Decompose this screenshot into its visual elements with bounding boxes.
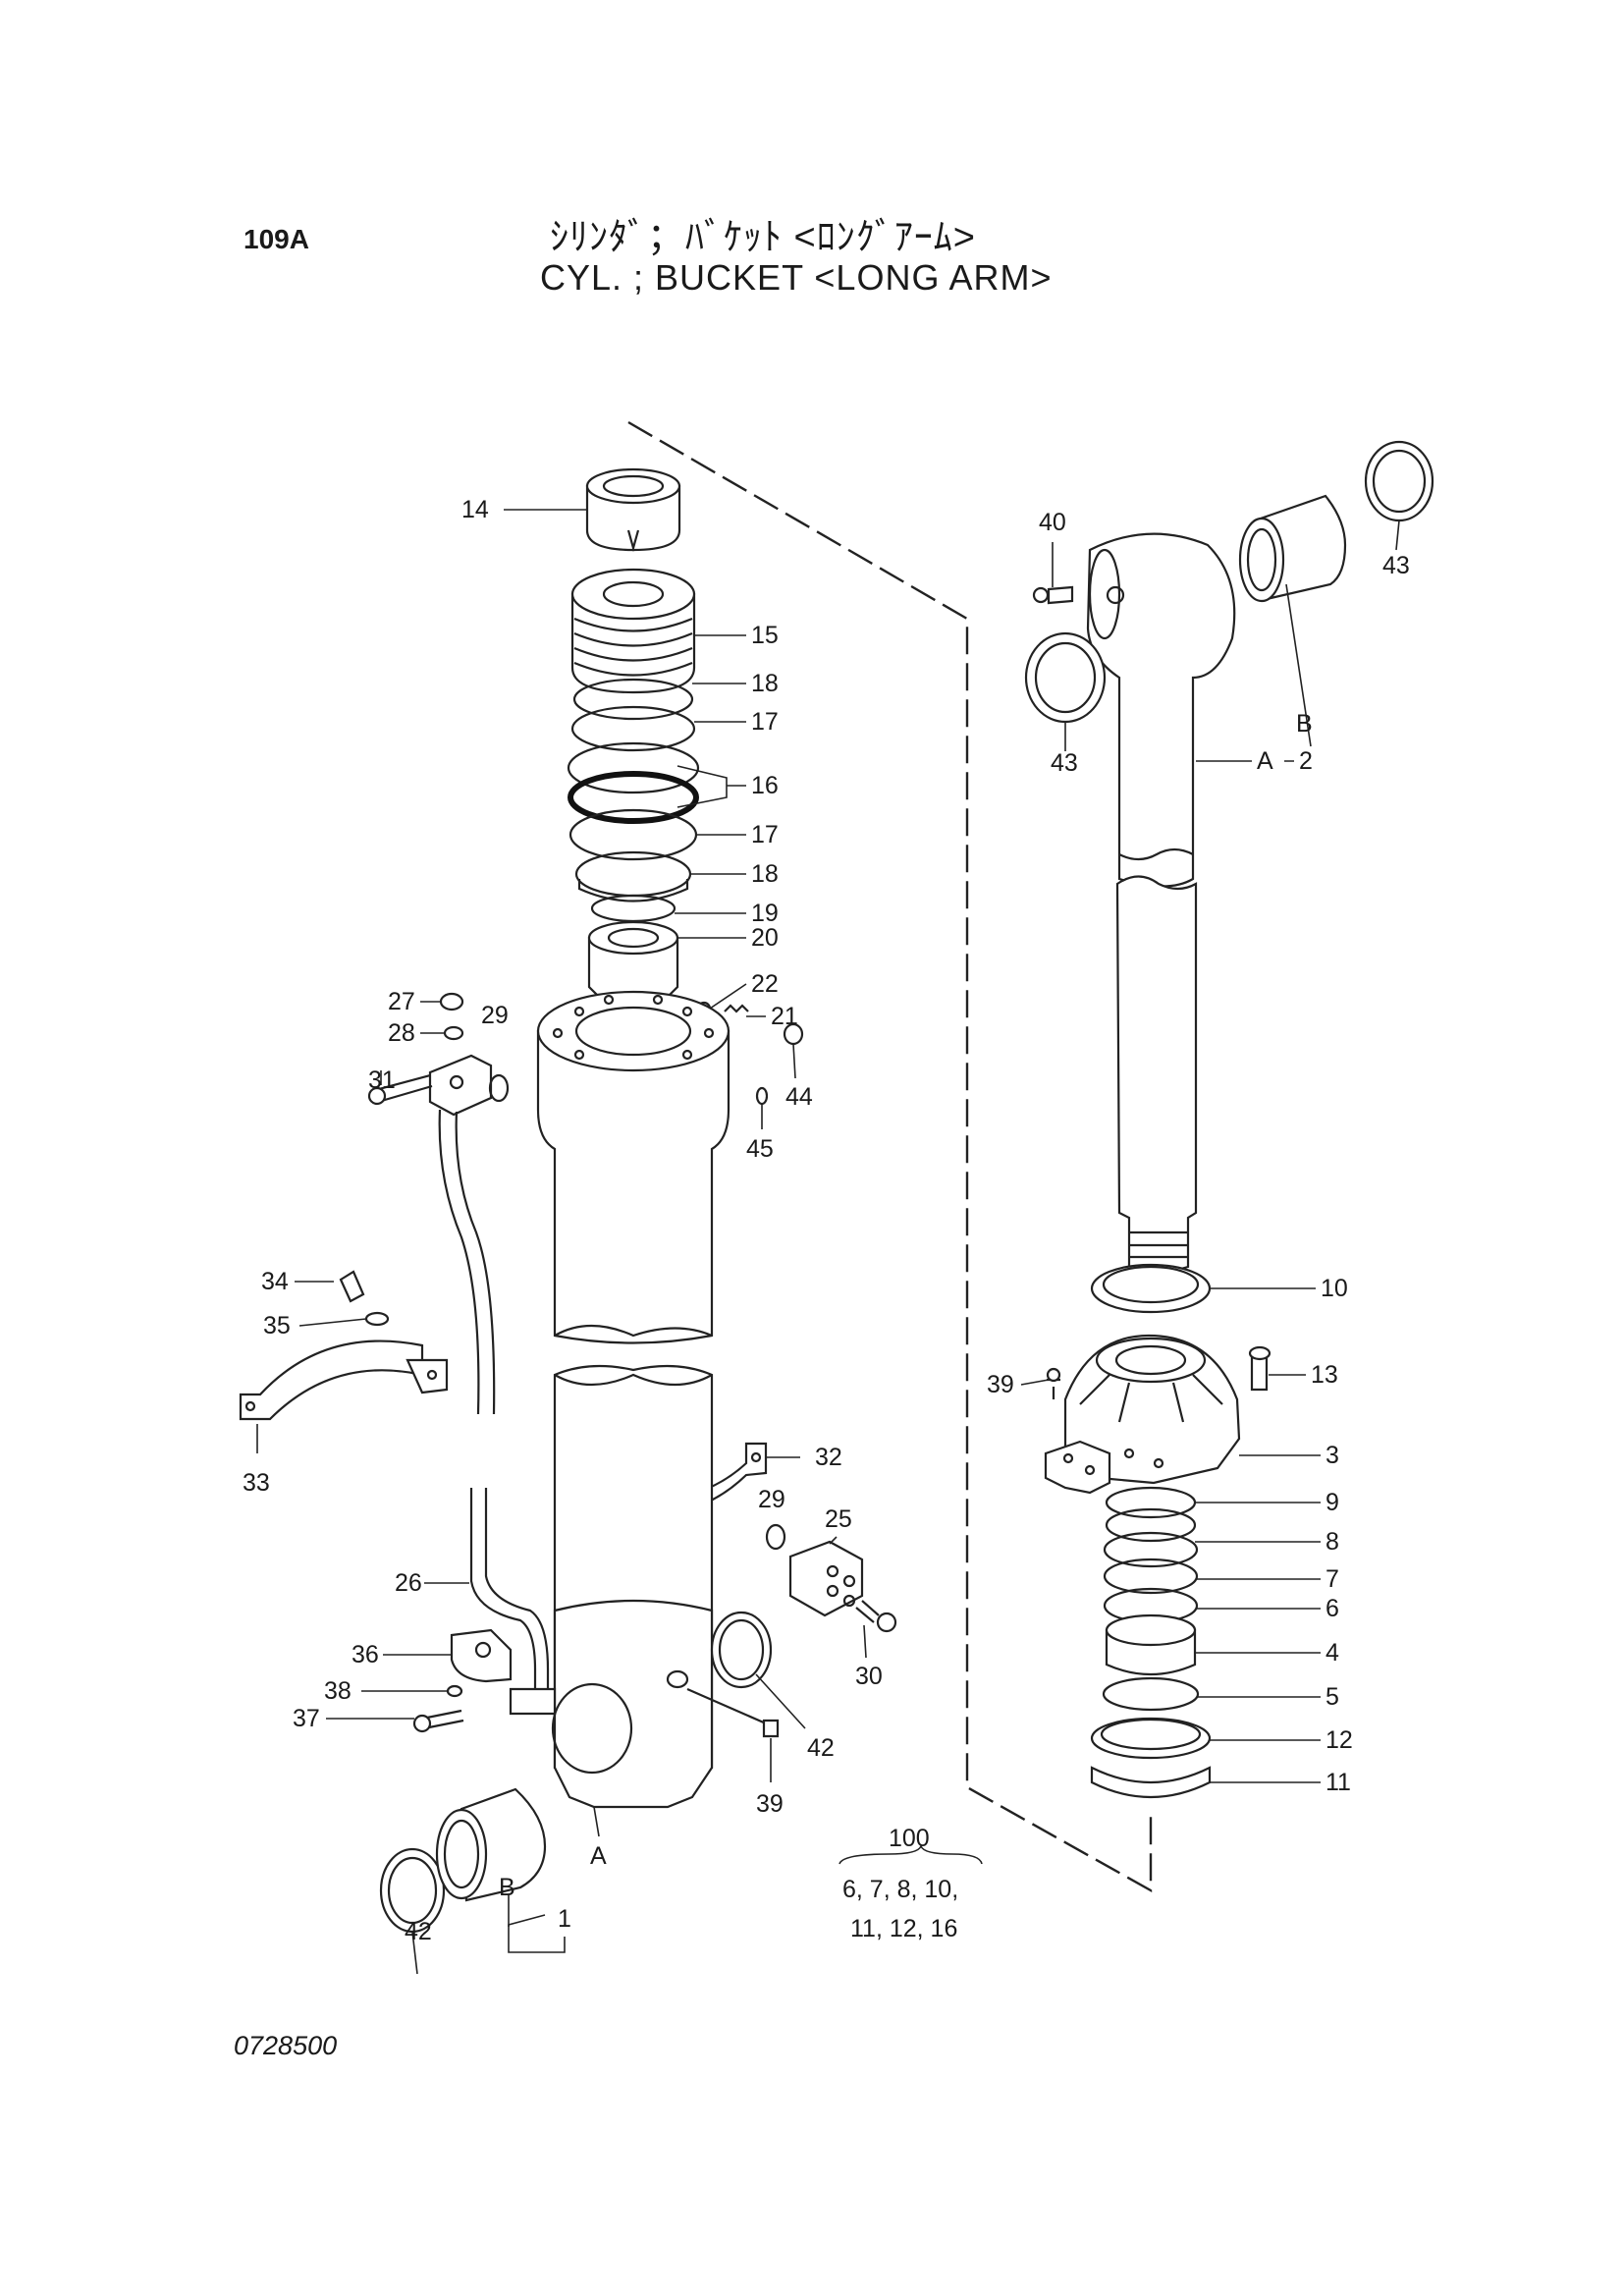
part-42-seals-and-pin-bushing xyxy=(379,1611,773,1934)
part-3-cylinder-head xyxy=(1044,1334,1271,1495)
callout-39-lower: 39 xyxy=(756,1790,784,1818)
drawing-number: 0728500 xyxy=(234,2031,338,2060)
callout-31: 31 xyxy=(368,1066,396,1094)
piston-rod-eye xyxy=(1024,440,1434,1274)
callout-29-upper: 29 xyxy=(481,1002,509,1029)
callout-39-upper: 39 xyxy=(987,1371,1014,1398)
kit-number: 100 xyxy=(889,1825,930,1852)
title-japanese: ｼﾘﾝﾀﾞ；ﾊﾞｹｯﾄ <ﾛﾝｸﾞｱｰﾑ> xyxy=(550,217,976,258)
callout-42-left: 42 xyxy=(405,1918,432,1945)
part-15-piston xyxy=(570,568,696,694)
callout-18-lower: 18 xyxy=(751,860,779,888)
callout-4: 4 xyxy=(1325,1639,1339,1667)
kit-contents-line-2: 11, 12, 16 xyxy=(850,1915,957,1942)
callout-44: 44 xyxy=(785,1083,813,1111)
leader-lines xyxy=(256,509,1400,1975)
callout-38: 38 xyxy=(324,1677,352,1705)
callout-37: 37 xyxy=(293,1705,320,1732)
cylinder-tube-lower xyxy=(551,1364,780,1809)
dashed-frame xyxy=(627,420,1153,1893)
callout-27: 27 xyxy=(388,988,415,1015)
callout-22: 22 xyxy=(751,970,779,998)
part-25-30-valve-block xyxy=(765,1523,897,1633)
callout-40: 40 xyxy=(1039,509,1066,536)
callout-17-upper: 17 xyxy=(751,708,779,736)
callout-14: 14 xyxy=(461,496,489,523)
callout-10: 10 xyxy=(1321,1275,1348,1302)
callout-43-right: 43 xyxy=(1382,552,1410,579)
callout-6: 6 xyxy=(1325,1595,1339,1622)
callout-1: 1 xyxy=(558,1905,571,1933)
callout-7: 7 xyxy=(1325,1565,1339,1593)
callout-43-left: 43 xyxy=(1051,749,1078,777)
callout-B-left: B xyxy=(499,1874,515,1901)
page-code: 109A xyxy=(243,224,309,254)
callout-42-right: 42 xyxy=(807,1734,835,1762)
part-26-36-line xyxy=(412,1488,557,1733)
callout-20: 20 xyxy=(751,924,779,952)
callout-17-lower: 17 xyxy=(751,821,779,848)
callout-A-left: A xyxy=(590,1842,607,1870)
callout-33: 33 xyxy=(243,1469,270,1497)
callout-28: 28 xyxy=(388,1019,415,1047)
head-seal-stack xyxy=(1090,1486,1212,1799)
kit-contents-line-1: 6, 7, 8, 10, xyxy=(842,1876,958,1903)
callout-26: 26 xyxy=(395,1569,422,1597)
callout-32: 32 xyxy=(815,1444,842,1471)
callout-16: 16 xyxy=(751,772,779,799)
callout-2: 2 xyxy=(1299,747,1313,775)
part-27-31-port-block xyxy=(367,992,510,1415)
title-english: CYL. ; BUCKET <LONG ARM> xyxy=(540,257,1053,298)
callout-5: 5 xyxy=(1325,1683,1339,1711)
callout-45: 45 xyxy=(746,1135,774,1163)
callout-18-upper: 18 xyxy=(751,670,779,697)
callout-3: 3 xyxy=(1325,1442,1339,1469)
callout-25: 25 xyxy=(825,1505,852,1533)
part-10-ring xyxy=(1090,1263,1212,1314)
callout-15: 15 xyxy=(751,622,779,649)
part-14-bushing xyxy=(585,467,681,553)
callout-8: 8 xyxy=(1325,1528,1339,1556)
cylinder-tube xyxy=(536,990,804,1344)
callout-35: 35 xyxy=(263,1312,291,1339)
callout-12: 12 xyxy=(1325,1726,1353,1754)
callout-11: 11 xyxy=(1325,1769,1351,1796)
callout-A-right: A xyxy=(1257,747,1273,775)
piston-seal-rings xyxy=(567,678,700,902)
callout-9: 9 xyxy=(1325,1489,1339,1516)
callout-30: 30 xyxy=(855,1663,883,1690)
callout-13: 13 xyxy=(1311,1361,1338,1389)
callout-19: 19 xyxy=(751,900,779,927)
callout-36: 36 xyxy=(352,1641,379,1668)
callout-21: 21 xyxy=(771,1003,798,1030)
callout-29-lower: 29 xyxy=(758,1486,785,1513)
callout-B-right: B xyxy=(1296,710,1313,738)
callout-34: 34 xyxy=(261,1268,289,1295)
